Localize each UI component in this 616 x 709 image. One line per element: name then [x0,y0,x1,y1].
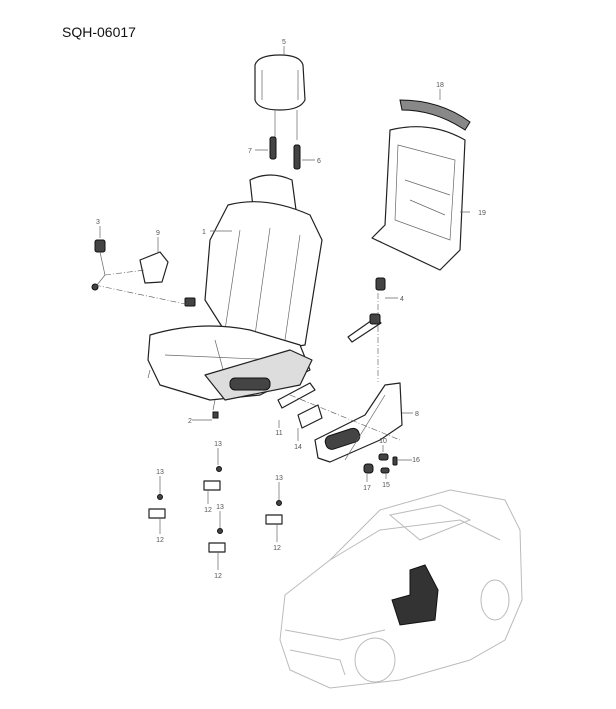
part-belt-buckle [91,239,106,291]
part-headrest [254,54,306,140]
diagram-code: SQH-06017 [62,24,136,40]
callout-2: 2 [188,418,192,425]
callout-11: 11 [275,430,282,437]
vehicle-outline [279,489,523,689]
part-switch-knobs [363,453,398,474]
part-seat-back-frame [371,126,466,271]
callout-1: 1 [202,229,206,236]
part-adjuster-parts [212,382,323,429]
callout-8: 8 [415,411,419,418]
callout-13: 13 [214,441,222,448]
callout-13: 13 [156,469,164,476]
part-side-trim [139,251,196,307]
callout-12: 12 [273,545,281,552]
part-buckle-stalk [347,277,386,343]
callout-12: 12 [204,507,212,514]
part-side-shield [314,382,403,463]
callout-17: 17 [363,485,371,492]
callout-13: 13 [275,475,283,482]
callout-labels: 5 18 7 6 1 3 9 19 4 8 2 11 14 10 16 17 1… [96,39,486,580]
callout-10: 10 [379,438,387,445]
callout-12: 12 [214,573,222,580]
callout-16: 16 [412,457,420,464]
leader-lines [94,46,470,570]
callout-13: 13 [216,504,224,511]
callout-14: 14 [294,444,302,451]
callout-18: 18 [436,82,444,89]
part-seat-assembly [147,174,323,411]
callout-6: 6 [317,158,321,165]
callout-12: 12 [156,537,164,544]
callout-4: 4 [400,296,404,303]
part-back-panel-trim [399,99,471,131]
vehicle-seat-highlight [391,564,439,626]
callout-5: 5 [282,39,286,46]
callout-19: 19 [478,210,486,217]
callout-7: 7 [248,148,252,155]
callout-3: 3 [96,219,100,226]
part-guide-sleeves [269,136,301,170]
part-clips [148,466,283,553]
callout-9: 9 [156,230,160,237]
callout-15: 15 [382,482,390,489]
